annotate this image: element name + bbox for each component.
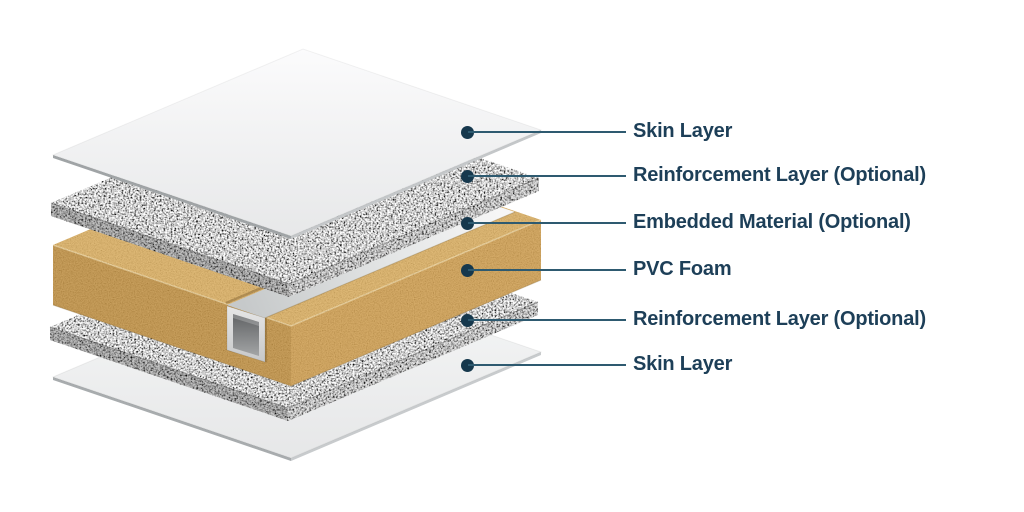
callout-dot	[461, 217, 474, 230]
callout-dot	[461, 359, 474, 372]
callout-label: Reinforcement Layer (Optional)	[633, 163, 926, 186]
callout-dot	[461, 264, 474, 277]
callout-leader-line	[468, 269, 626, 271]
callout-label: Skin Layer	[633, 119, 733, 142]
callout-leader-line	[468, 175, 626, 177]
skin-layer-top-graphic	[51, 48, 543, 239]
callout-label: Embedded Material (Optional)	[633, 210, 911, 233]
callout-dot	[461, 314, 474, 327]
callout-label: Skin Layer	[633, 352, 733, 375]
callout-label: Reinforcement Layer (Optional)	[633, 307, 926, 330]
callout-leader-line	[468, 222, 626, 224]
callout-leader-line	[468, 319, 626, 321]
callout-leader-line	[468, 131, 626, 133]
callout-leader-line	[468, 364, 626, 366]
callout-dot	[461, 170, 474, 183]
callout-dot	[461, 126, 474, 139]
callout-label: PVC Foam	[633, 257, 732, 280]
